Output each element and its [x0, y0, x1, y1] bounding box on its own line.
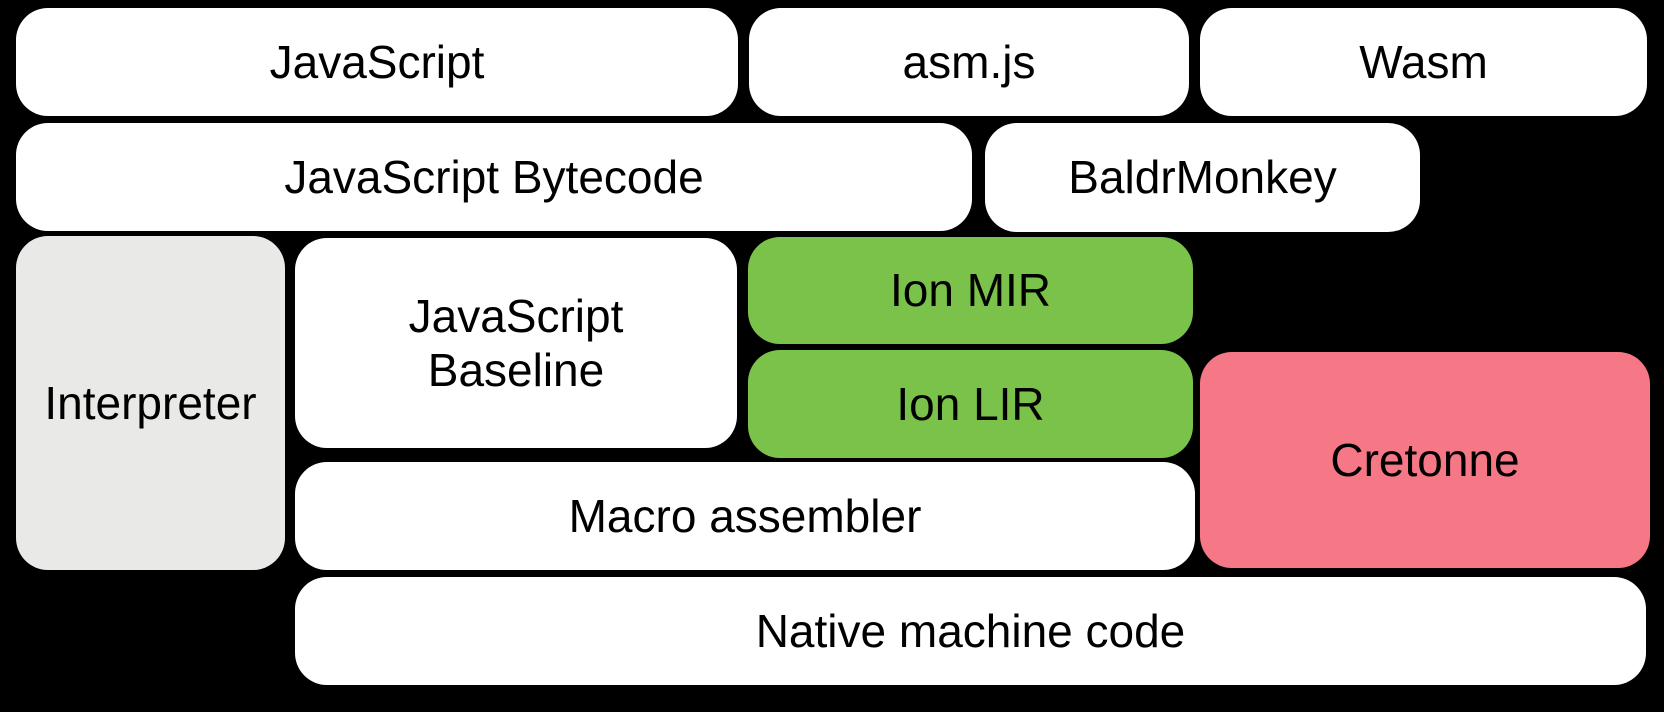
node-label: Ion LIR [896, 377, 1045, 430]
node-label: Macro assembler [568, 489, 922, 542]
node-javascript: JavaScript [16, 8, 738, 116]
node-label: BaldrMonkey [1068, 151, 1337, 204]
node-label: JavaScript Baseline [408, 289, 624, 396]
node-javascript-baseline: JavaScript Baseline [295, 238, 737, 448]
node-macro-assembler: Macro assembler [295, 462, 1195, 570]
node-label: Interpreter [44, 376, 257, 429]
node-asmjs: asm.js [749, 8, 1189, 116]
node-ion-lir: Ion LIR [748, 350, 1193, 458]
node-native-machine-code: Native machine code [295, 577, 1646, 685]
node-baldrmonkey: BaldrMonkey [985, 123, 1420, 232]
node-wasm: Wasm [1200, 8, 1647, 116]
node-label: asm.js [902, 35, 1036, 88]
node-label: Wasm [1359, 35, 1488, 88]
node-ion-mir: Ion MIR [748, 237, 1193, 344]
node-interpreter: Interpreter [16, 236, 285, 570]
node-javascript-bytecode: JavaScript Bytecode [16, 123, 972, 231]
node-cretonne: Cretonne [1200, 352, 1650, 568]
node-label: JavaScript [269, 35, 485, 88]
node-label: Cretonne [1330, 433, 1520, 486]
node-label: Ion MIR [889, 264, 1052, 317]
node-label: Native machine code [755, 604, 1186, 657]
node-label: JavaScript Bytecode [284, 150, 704, 203]
